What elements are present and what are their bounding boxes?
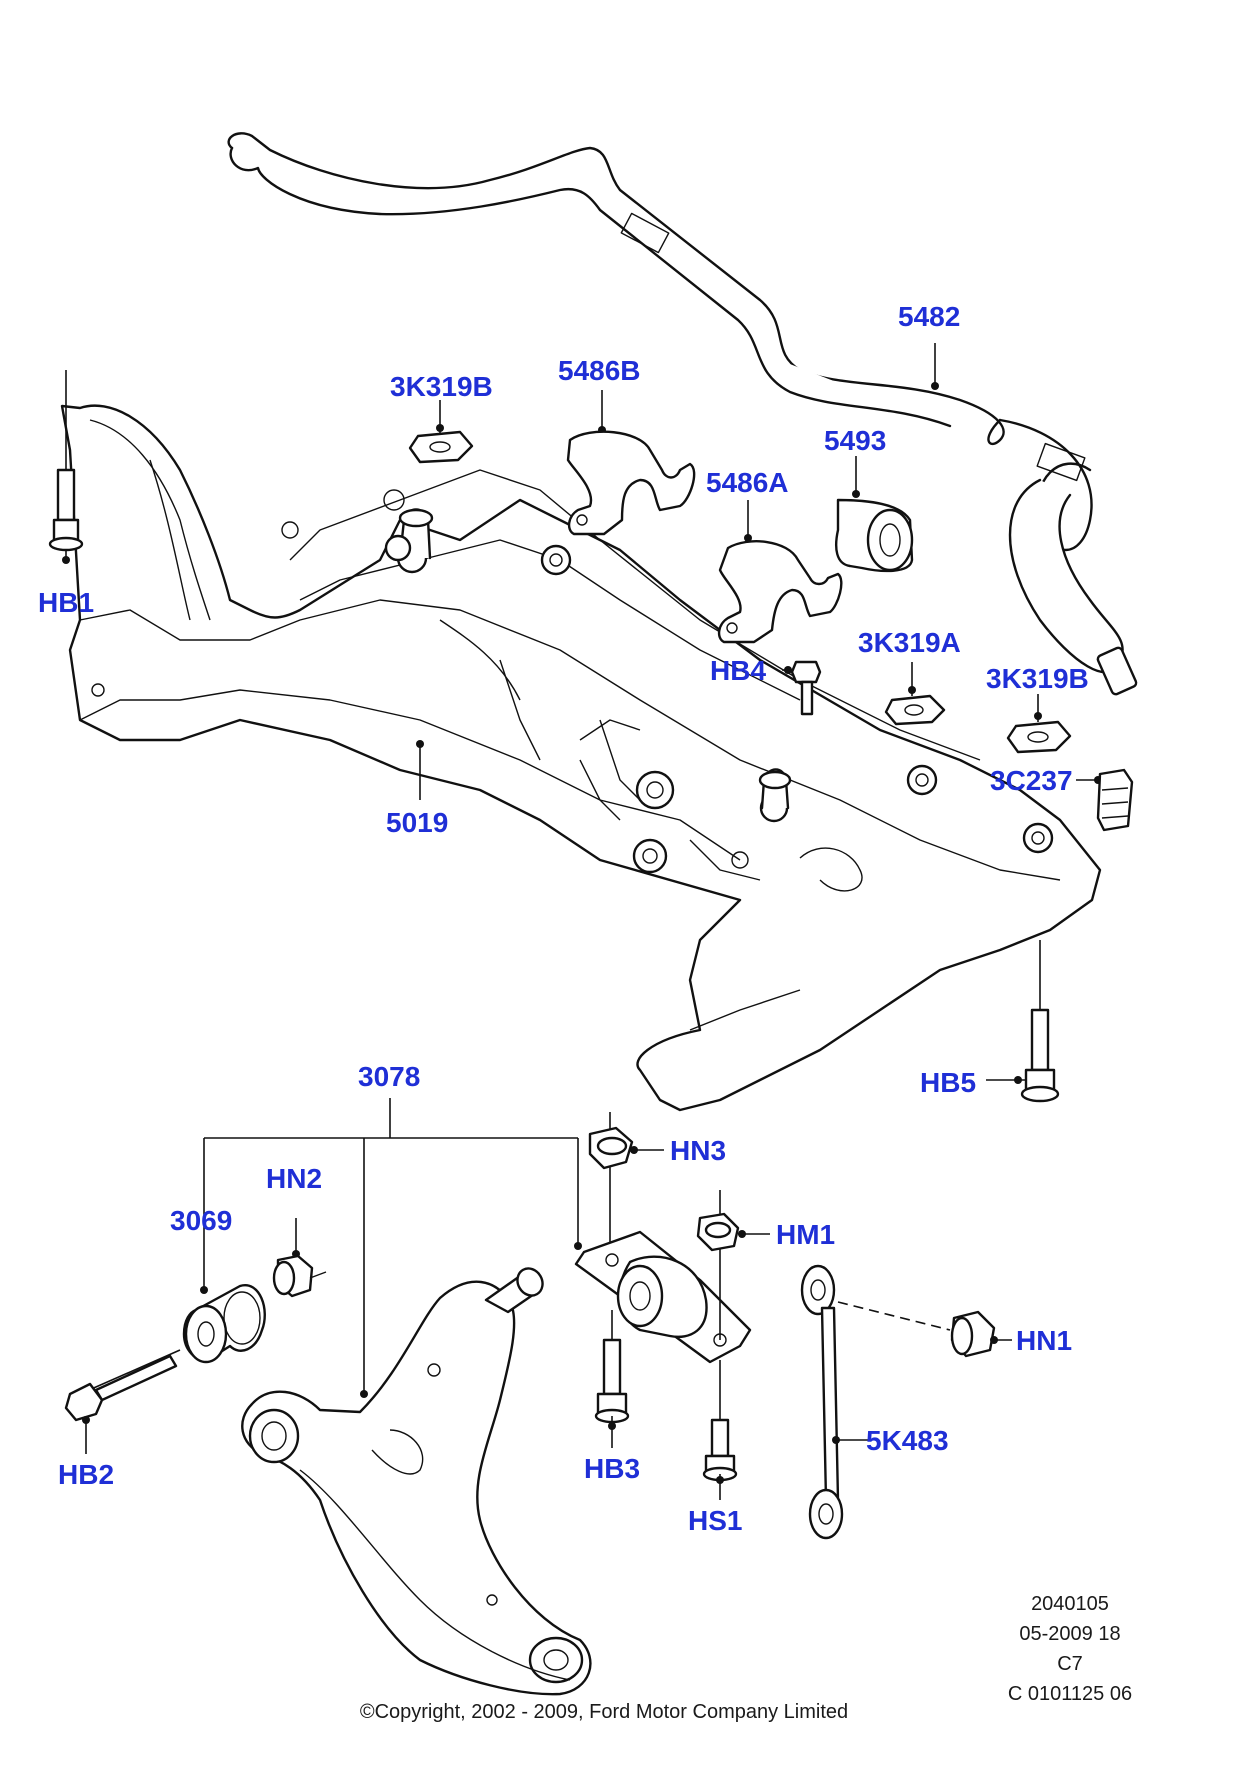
label-hs1: HS1 <box>688 1505 742 1536</box>
nut-hn2 <box>272 1218 327 1298</box>
label-hb4: HB4 <box>710 655 766 686</box>
catalog-ref-2: 05-2009 18 <box>1019 1623 1120 1645</box>
copyright-notice: ©Copyright, 2002 - 2009, Ford Motor Comp… <box>360 1701 848 1723</box>
catalog-ref-3: C7 <box>1057 1653 1083 1675</box>
label-5493: 5493 <box>824 425 886 456</box>
label-hb2: HB2 <box>58 1459 114 1490</box>
label-5482: 5482 <box>898 301 960 332</box>
label-5k483: 5K483 <box>866 1425 949 1456</box>
label-3069: 3069 <box>170 1205 232 1236</box>
bracket-lines-3078 <box>200 1098 582 1398</box>
label-3078: 3078 <box>358 1061 420 1092</box>
catalog-ref-4: C 0101125 06 <box>1008 1683 1132 1705</box>
crossmember-5019 <box>60 404 1102 1112</box>
rear-bushing-bracket <box>574 1112 770 1500</box>
label-5486b: 5486B <box>558 355 641 386</box>
bracket-5486b <box>566 390 696 536</box>
label-3c237: 3C237 <box>990 765 1073 796</box>
nut-hn1 <box>950 1310 1012 1358</box>
bolt-hb1 <box>48 370 84 564</box>
label-3k319b-top: 3K319B <box>390 371 493 402</box>
plate-3k319b-right <box>1006 694 1072 754</box>
label-3k319a: 3K319A <box>858 627 961 658</box>
label-hb3: HB3 <box>584 1453 640 1484</box>
label-hn3: HN3 <box>670 1135 726 1166</box>
clip-3c237 <box>1076 768 1134 832</box>
plate-3k319b-top <box>408 400 474 464</box>
bushing-5493 <box>835 456 914 573</box>
label-5019: 5019 <box>386 807 448 838</box>
label-3k319b-right: 3K319B <box>986 663 1089 694</box>
bracket-5486a <box>717 500 843 644</box>
stabilizer-link-5k483 <box>800 1264 951 1540</box>
bolt-hb2 <box>64 1349 181 1454</box>
lower-control-arm <box>241 1267 592 1696</box>
label-5486a: 5486A <box>706 467 789 498</box>
label-hm1: HM1 <box>776 1219 835 1250</box>
bushing-3069 <box>182 1284 266 1364</box>
catalog-ref-1: 2040105 <box>1031 1593 1109 1615</box>
label-hn2: HN2 <box>266 1163 322 1194</box>
label-hn1: HN1 <box>1016 1325 1072 1356</box>
label-hb5: HB5 <box>920 1067 976 1098</box>
plate-3k319a <box>884 662 946 726</box>
bolt-hb5 <box>986 940 1060 1103</box>
label-hb1: HB1 <box>38 587 94 618</box>
bolt-hb4 <box>782 660 822 716</box>
stabilizer-bar-5482 <box>227 132 1138 696</box>
